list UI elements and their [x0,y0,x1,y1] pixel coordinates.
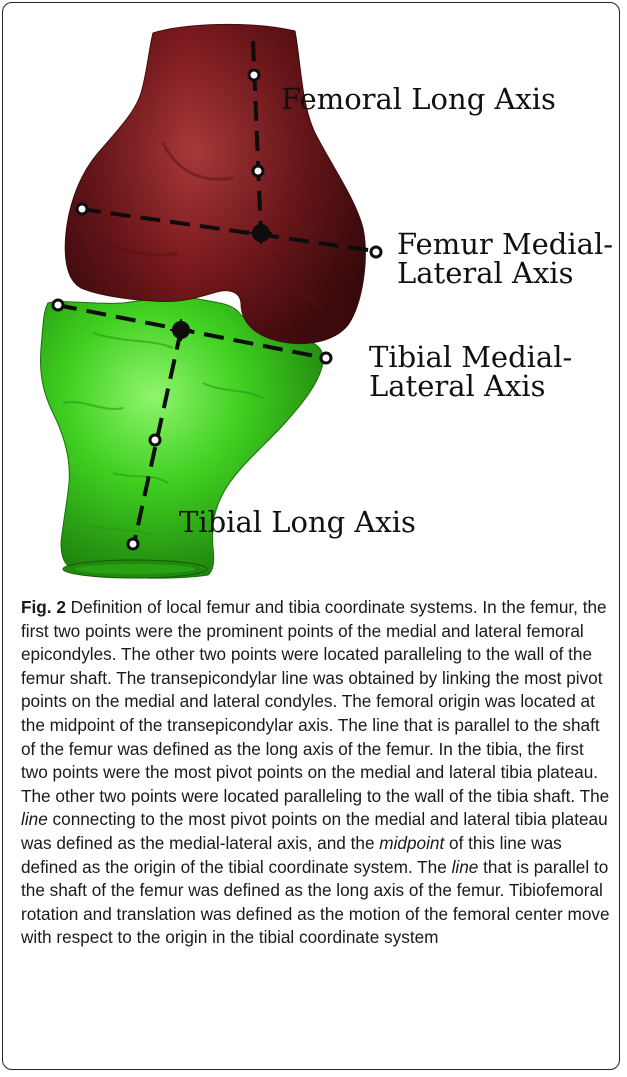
tibia-lateral-plateau-point [53,300,63,310]
caption-italic-line-1: line [21,809,48,829]
caption-italic-midpoint: midpoint [379,833,444,853]
tibia-medial-plateau-point [321,353,331,363]
tibia-shaft-point-lower [128,539,138,549]
tibia-shaft-point-upper [150,435,160,445]
figure: Femoral Long Axis Femur Medial- Lateral … [3,3,620,595]
tibial-medial-lateral-axis-label: Tibial Medial- Lateral Axis [369,343,572,401]
figure-frame: Femoral Long Axis Femur Medial- Lateral … [2,2,620,1070]
femoral-long-axis-label: Femoral Long Axis [281,85,556,114]
tibial-long-axis-label: Tibial Long Axis [179,508,416,537]
figure-number: Fig. 2 [21,597,66,617]
figure-caption: Fig. 2 Definition of local femur and tib… [21,596,611,950]
femoral-shaft-point-lower [253,166,263,176]
femur-model [65,24,365,343]
femur-medial-epicondyle-point [371,247,381,257]
caption-italic-line-2: line [452,857,479,877]
femur-medial-lateral-axis-label: Femur Medial- Lateral Axis [397,230,613,288]
femur-lateral-epicondyle-point [77,204,87,214]
femoral-shaft-point-upper [249,70,259,80]
caption-text-part-1: Definition of local femur and tibia coor… [21,597,609,806]
